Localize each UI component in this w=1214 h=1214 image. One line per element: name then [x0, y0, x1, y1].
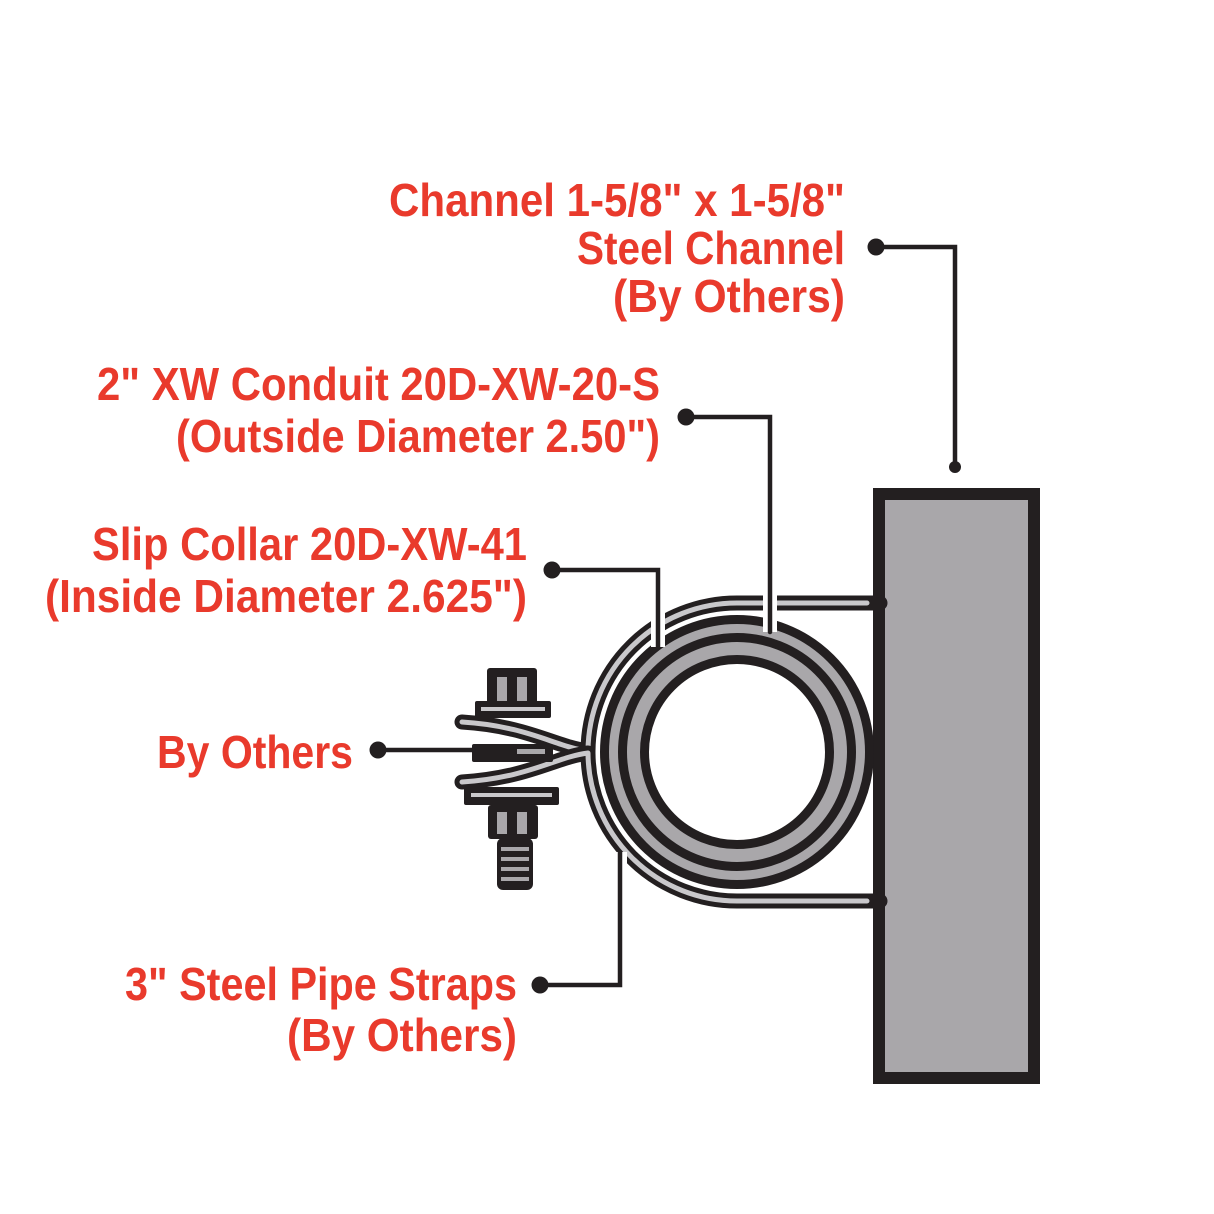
rod-thread-line [501, 857, 529, 861]
channel-leader-dot [867, 238, 885, 256]
strap-clamp-bar-highlight [517, 749, 545, 754]
bolt-assembly [464, 668, 559, 890]
rod-thread-line [501, 847, 529, 851]
straps-label-line1: 3" Steel Pipe Straps [125, 958, 517, 1010]
conduit-ring [618, 633, 856, 871]
callout-labels: Channel 1-5/8" x 1-5/8" Steel Channel (B… [45, 174, 845, 1061]
channel-label-line3: (By Others) [613, 270, 845, 322]
slip-collar-label-line1: Slip Collar 20D-XW-41 [92, 518, 527, 570]
straps-label-line2: (By Others) [287, 1009, 517, 1061]
conduit-label-line1: 2" XW Conduit 20D-XW-20-S [97, 358, 660, 410]
hex-bolt-head-facet [517, 677, 527, 701]
hex-nut-facet [497, 812, 507, 834]
channel-leader-end-dot [949, 461, 961, 473]
strap-clamp-bar [472, 744, 553, 762]
straps-leader-line [537, 849, 623, 988]
bolt-leader-dot [369, 741, 387, 759]
bolt-label-line1: By Others [157, 726, 353, 778]
slip-collar-label-line2: (Inside Diameter 2.625") [45, 570, 527, 622]
conduit-leader-dot [677, 408, 695, 426]
straps-leader-dot [531, 976, 549, 994]
channel-label-line2: Steel Channel [577, 222, 845, 274]
channel-label-line1: Channel 1-5/8" x 1-5/8" [389, 174, 845, 226]
slip-collar-leader-line [549, 567, 661, 650]
pipe-strap-lower [454, 745, 888, 909]
hex-nut [488, 805, 538, 839]
conduit-leader-line [683, 414, 773, 635]
pipe-strap-upper [454, 595, 888, 759]
pipe-strap-lower-highlight [459, 750, 870, 904]
channel-label: Channel 1-5/8" x 1-5/8" Steel Channel (B… [389, 174, 845, 322]
straps-label: 3" Steel Pipe Straps (By Others) [125, 958, 517, 1061]
upper-washer-highlight [481, 707, 545, 711]
conduit-label-line2: (Outside Diameter 2.50") [176, 410, 660, 462]
bolt-label: By Others [157, 726, 353, 778]
leader-lines [369, 238, 961, 994]
hex-bolt-head [487, 668, 537, 705]
threaded-rod [497, 838, 533, 890]
slip-collar-label: Slip Collar 20D-XW-41 (Inside Diameter 2… [45, 518, 527, 622]
lower-washer-highlight [471, 793, 552, 797]
rod-thread-line [501, 867, 529, 871]
conduit-label: 2" XW Conduit 20D-XW-20-S (Outside Diame… [97, 358, 660, 462]
channel-leader-line [873, 244, 958, 470]
hex-bolt-head-facet [497, 677, 507, 701]
steel-channel [873, 488, 1040, 1084]
straps-leader-halo [540, 852, 627, 992]
slip-collar-leader-dot [543, 561, 561, 579]
steel-channel-body [873, 488, 1040, 1084]
hex-nut-facet [517, 812, 527, 834]
conduit-bore [640, 655, 834, 849]
rod-thread-line [501, 877, 529, 881]
pipe-strap-upper-highlight [459, 600, 870, 754]
